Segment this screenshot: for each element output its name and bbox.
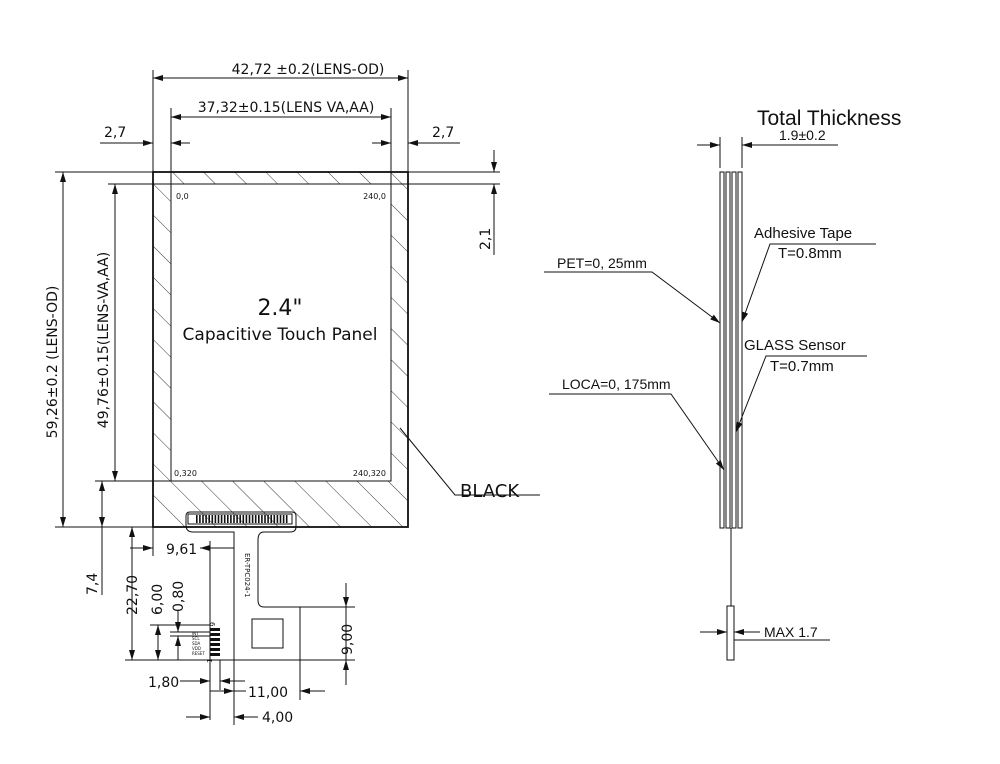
- od-height-label: 59,26±0.2 (LENS-OD): [45, 286, 61, 439]
- pin-label: INT: [192, 631, 199, 636]
- fpc-offset-label: 9,61: [166, 542, 197, 558]
- black-leader: [399, 427, 540, 496]
- pin-label: SCL: [192, 636, 200, 641]
- connector-pad: [245, 515, 248, 523]
- fpc-pitch-label: 0,80: [171, 581, 187, 612]
- pet-label: PET=0, 25mm: [557, 255, 647, 271]
- corner-label-top-right: 240,0: [363, 192, 386, 201]
- stiffener-side: [726, 605, 735, 661]
- left-margin-label: 2,7: [104, 125, 126, 141]
- view-area-outline: [170, 183, 392, 482]
- layer-stack: [719, 171, 743, 529]
- black-label: BLACK: [460, 481, 520, 502]
- fpc-contacts: [210, 628, 220, 656]
- connector-pad: [282, 515, 285, 523]
- adhesive-leader: [741, 243, 876, 323]
- total-thickness-value: 1.9±0.2: [779, 127, 826, 143]
- connector-pad: [242, 515, 245, 523]
- connector-pad: [230, 515, 232, 523]
- connector-pad: [223, 515, 226, 523]
- connector-pad: [258, 515, 260, 523]
- right-margin-label: 2,7: [432, 125, 454, 141]
- fpc-length-label: 22,70: [125, 575, 141, 615]
- connector-pad: [220, 515, 223, 523]
- connector-pad: [254, 515, 257, 523]
- corner-label-bottom-left: 0,320: [174, 469, 197, 478]
- glass-leader: [735, 355, 867, 433]
- pin-label: RESET: [192, 651, 205, 656]
- va-height-label: 49,76±0.15(LENS-VA,AA): [96, 252, 112, 428]
- adhesive-thickness: T=0.8mm: [778, 245, 842, 262]
- fpc-part-number: ER-TPC024-1: [243, 553, 251, 598]
- fpc-max-thickness: MAX 1.7: [764, 624, 818, 640]
- connector-pad: [233, 515, 235, 523]
- connector-pad: [273, 515, 276, 523]
- connector-pad: [270, 515, 272, 523]
- corner-label-bottom-right: 240,320: [353, 469, 386, 478]
- connector-pad: [217, 515, 220, 523]
- fpc-edge-label: 1,80: [148, 675, 179, 691]
- stiffener-width-label: 11,00: [248, 685, 288, 701]
- black-border-hatch: [153, 172, 408, 527]
- stiffener-height-label: 9,00: [340, 624, 356, 655]
- panel-product: Capacitive Touch Panel: [183, 325, 378, 345]
- connector-pad: [261, 515, 263, 523]
- connector-pad: [196, 515, 198, 523]
- fpc-contacts-label: 6,00: [150, 584, 166, 615]
- connector-pad: [285, 515, 288, 523]
- connector-pad: [279, 515, 282, 523]
- connector-pad: [205, 515, 207, 523]
- connector-pad: [208, 515, 210, 523]
- connector-pad: [264, 515, 266, 523]
- panel-front-view: 0,0 240,0 0,320 240,320 2.4" Capacitive …: [45, 62, 540, 595]
- side-view: Total Thickness 1.9±0.2 MAX 1.7 Adhesive…: [544, 107, 901, 661]
- fpc-tail: ER-TPC024-1 6 1 INT SCL SDA VDD RESET 9,…: [125, 511, 356, 726]
- va-width-label: 37,32±0.15(LENS VA,AA): [198, 100, 375, 116]
- connector-pad: [239, 515, 241, 523]
- pet-leader: [544, 271, 721, 324]
- connector-pad: [199, 515, 201, 523]
- top-margin-label: 2,1: [478, 228, 494, 250]
- connector-pad: [214, 515, 217, 523]
- connector-pad: [227, 515, 229, 523]
- stiffener-window: [251, 618, 284, 649]
- connector-pad: [202, 515, 204, 523]
- glass-thickness: T=0.7mm: [770, 358, 834, 375]
- bottom-margin-label: 7,4: [85, 573, 101, 595]
- corner-label-top-left: 0,0: [176, 192, 189, 201]
- loca-leader: [549, 393, 725, 471]
- connector-pad: [267, 515, 269, 523]
- fpc-pin-last: 6: [208, 622, 216, 627]
- fpc-outline: [185, 511, 301, 661]
- connector-pad: [251, 515, 254, 523]
- connector-pad: [236, 515, 238, 523]
- fpc-connector-pads: [187, 513, 293, 525]
- od-width-label: 42,72 ±0.2(LENS-OD): [232, 62, 385, 78]
- connector-pad: [211, 515, 214, 523]
- lens-outline: [152, 171, 409, 528]
- adhesive-label: Adhesive Tape: [754, 225, 852, 242]
- total-thickness-title: Total Thickness: [757, 107, 901, 130]
- pin-label: SDA: [192, 641, 201, 646]
- panel-size: 2.4": [257, 296, 302, 321]
- tail-width-label: 4,00: [262, 710, 293, 726]
- loca-label: LOCA=0, 175mm: [562, 376, 671, 392]
- pin-label: VDD: [192, 646, 201, 651]
- glass-label: GLASS Sensor: [744, 337, 846, 354]
- connector-pad: [276, 515, 279, 523]
- connector-pad: [248, 515, 251, 523]
